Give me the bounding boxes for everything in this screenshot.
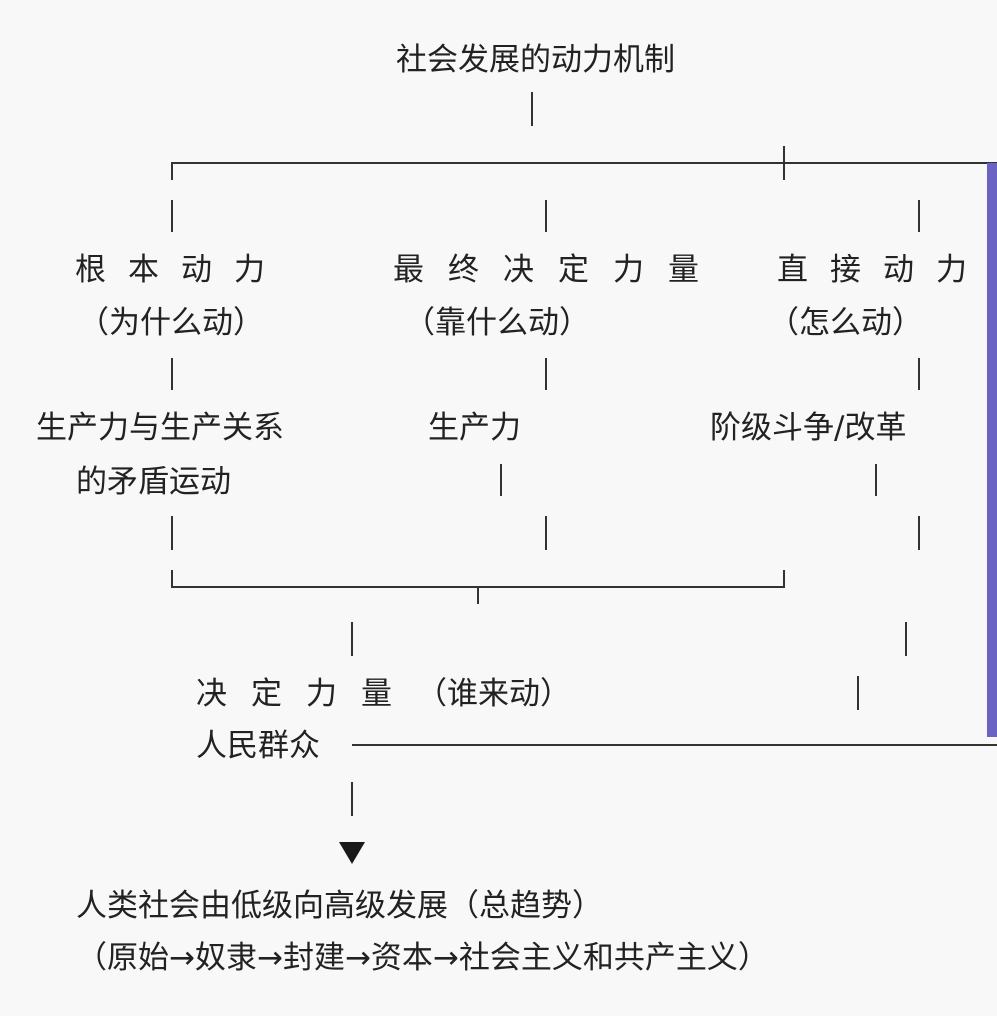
top-bus-line (171, 162, 997, 164)
direct-drop (918, 516, 920, 550)
ultimate-sub-connector (500, 464, 502, 496)
fundamental-answer-line1: 生产力与生产关系 (36, 410, 284, 446)
ultimate-answer: 生产力 (428, 410, 521, 446)
direct-question: （怎么动） (768, 305, 923, 341)
branch-ultimate-connector (545, 200, 547, 232)
branch-fundamental-connector (171, 200, 173, 232)
direct-right-connector-1 (905, 622, 907, 656)
direct-right-connector-2 (857, 676, 859, 710)
decisive-answer: 人民群众 (196, 728, 320, 764)
direct-answer: 阶级斗争/改革 (710, 410, 907, 446)
ultimate-drop (545, 516, 547, 550)
decisive-question: （谁来动） (416, 676, 571, 712)
root-title: 社会发展的动力机制 (396, 42, 675, 78)
fundamental-answer-line2: 的矛盾运动 (76, 464, 231, 500)
decisive-connector (351, 622, 353, 656)
accent-bar (987, 163, 997, 737)
outcome-connector (351, 782, 353, 816)
ultimate-answer-connector (545, 358, 547, 390)
decisive-title: 决定力量（谁来动） (196, 674, 571, 714)
bottom-bracket-left (171, 570, 173, 588)
decisive-title-text: 决定力量 (196, 676, 416, 712)
outcome-line1: 人类社会由低级向高级发展（总趋势） (76, 888, 603, 924)
fundamental-title: 根本动力 (75, 252, 287, 288)
root-connector (531, 92, 533, 126)
ultimate-question: （靠什么动） (404, 305, 590, 341)
branch-direct-connector (918, 200, 920, 232)
bottom-bracket-right (783, 570, 785, 588)
direct-title: 直接动力 (777, 252, 989, 288)
direct-sub-connector (875, 464, 877, 496)
ultimate-title: 最终决定力量 (393, 252, 723, 288)
fundamental-question: （为什么动） (78, 305, 264, 341)
top-bus-left-drop (171, 162, 173, 180)
bottom-bracket-center (477, 586, 479, 604)
outcome-line2: （原始→奴隶→封建→资本→社会主义和共产主义） (76, 940, 769, 976)
down-arrow-icon (339, 842, 365, 864)
fundamental-answer-connector (171, 358, 173, 390)
top-bus-tick (783, 146, 785, 180)
direct-answer-connector (918, 358, 920, 390)
masses-horizontal-line (352, 744, 997, 746)
fundamental-drop (171, 516, 173, 550)
